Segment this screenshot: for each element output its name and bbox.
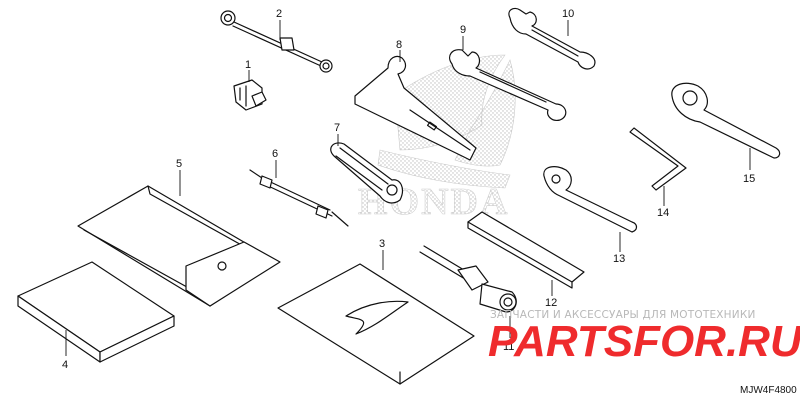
- part-6-screwdriver-bit: [249, 169, 349, 227]
- part-number-3: 3: [379, 238, 385, 250]
- part-2-rod-tool: [220, 10, 333, 73]
- part-14-hex-key: [629, 127, 687, 191]
- watermark-caption: ЗАПЧАСТИ И АКСЕССУАРЫ ДЛЯ МОТОТЕХНИКИ: [490, 309, 756, 321]
- part-11-spark-plug-wrench: [419, 245, 517, 313]
- part-number-6: 6: [272, 148, 278, 160]
- part-10-open-end-wrench: [508, 7, 596, 70]
- part-4-owners-manual: [17, 261, 175, 363]
- part-number-10: 10: [562, 8, 574, 20]
- part-9-open-end-wrench: [449, 49, 567, 121]
- part-13-box-end-wrench: [543, 166, 638, 233]
- diagram-code: MJW4F4800: [740, 385, 797, 396]
- part-number-5: 5: [176, 158, 182, 170]
- part-number-7: 7: [334, 122, 340, 134]
- part-number-4: 4: [62, 359, 68, 371]
- part-3-cloth: [277, 263, 475, 385]
- part-number-8: 8: [396, 39, 402, 51]
- part-7-screwdriver-handle: [330, 142, 404, 204]
- part-number-2: 2: [276, 8, 282, 20]
- part-number-15: 15: [743, 173, 755, 185]
- part-number-9: 9: [460, 24, 466, 36]
- part-number-1: 1: [245, 59, 251, 71]
- part-1-fuse-puller: [233, 79, 267, 111]
- part-number-11: 11: [503, 341, 514, 353]
- part-number-14: 14: [657, 207, 669, 219]
- part-5-tool-bag: [77, 185, 281, 307]
- part-number-13: 13: [613, 253, 625, 265]
- watermark-logo: PARTSFOR.RU: [488, 317, 800, 366]
- watermark: ЗАПЧАСТИ И АКСЕССУАРЫ ДЛЯ МОТОТЕХНИКИ PA…: [488, 309, 800, 366]
- part-8-pin-spanner: [354, 55, 477, 161]
- part-15-ring-spanner: [671, 82, 781, 159]
- part-12-flat-bar: [467, 211, 585, 289]
- part-number-12: 12: [545, 297, 557, 309]
